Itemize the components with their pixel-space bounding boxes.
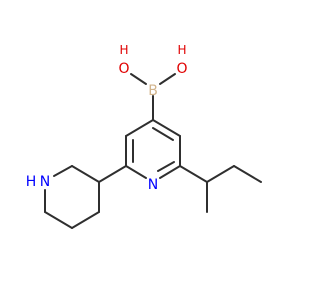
bond-n1-c6 xyxy=(159,165,181,179)
bond-b-o-left xyxy=(130,73,147,85)
bond-c2-c3pip xyxy=(98,165,127,183)
hydrogen-left-label: H xyxy=(119,43,128,57)
piperidine-nitrogen-label: N xyxy=(40,174,50,190)
oxygen-right-label: O xyxy=(176,61,187,77)
bond-c5pip-c4pip xyxy=(71,211,100,229)
hydrogen-right-label: H xyxy=(177,43,186,57)
boron-atom-label: B xyxy=(148,83,158,99)
bond-c6-ch xyxy=(179,165,208,183)
piperidine-hydrogen-label: H xyxy=(26,174,37,190)
pyridine-nitrogen-label: N xyxy=(148,177,158,193)
bond-c2pip-n xyxy=(53,165,73,177)
pyridine-ring xyxy=(125,119,181,179)
bond-ch-ch2 xyxy=(206,165,235,183)
boronic-acid-group xyxy=(130,73,176,121)
piperidine-ring xyxy=(44,165,127,229)
bond-c2-n1 xyxy=(125,165,147,179)
chemical-structure: B O H O H N N H xyxy=(26,43,262,229)
bond-ch2-ch3 xyxy=(233,165,262,183)
bond-c4-c3 xyxy=(125,119,154,137)
bond-n1-c6-double-inner xyxy=(157,161,175,172)
bond-b-o-right xyxy=(159,73,176,85)
bond-c6pip-c5pip xyxy=(44,211,73,229)
sec-butyl-group xyxy=(179,165,262,213)
bond-c5-c4 xyxy=(152,119,181,137)
oxygen-left-label: O xyxy=(118,61,129,77)
bond-c5-c4-double-inner xyxy=(152,127,174,141)
bond-c3pip-c2pip xyxy=(71,165,100,183)
